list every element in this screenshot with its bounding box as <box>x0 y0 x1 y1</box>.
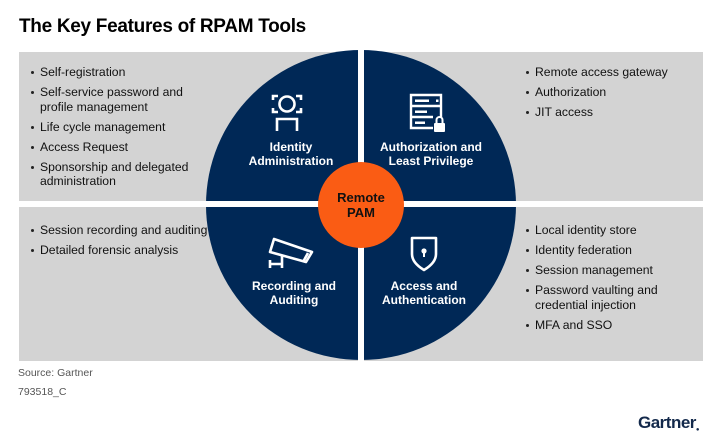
quadrant-label-identity-administration: Identity Administration <box>221 140 361 168</box>
feature-list-access-authentication: Local identity store Identity federation… <box>525 223 705 338</box>
feature-list-identity-administration: Self-registration Self-service password … <box>30 65 210 194</box>
feature-item: Life cycle management <box>30 120 210 135</box>
quadrant-label-recording-auditing: Recording and Auditing <box>224 279 364 307</box>
label-line: Recording and <box>251 279 336 293</box>
figure-code: 793518_C <box>18 386 67 398</box>
feature-item: Password vaulting and credential injecti… <box>525 283 705 312</box>
server-lock-icon <box>409 93 445 132</box>
feature-item: Self-registration <box>30 65 210 80</box>
label-line: Authentication <box>382 293 466 307</box>
feature-item: Sponsorship and delegated administration <box>30 160 210 189</box>
label-line: Administration <box>248 154 334 168</box>
feature-item: Self-service password and profile manage… <box>30 85 210 114</box>
feature-item: Remote access gateway <box>525 65 705 80</box>
feature-item: Identity federation <box>525 243 705 258</box>
feature-list-authorization: Remote access gateway Authorization JIT … <box>525 65 705 125</box>
feature-item: MFA and SSO <box>525 318 705 333</box>
identity-icon <box>271 94 303 131</box>
feature-list-recording-auditing: Session recording and auditing Detailed … <box>30 223 210 263</box>
label-line: Identity <box>269 140 313 154</box>
feature-item: Access Request <box>30 140 210 155</box>
feature-item: Session recording and auditing <box>30 223 210 238</box>
security-camera-icon <box>268 237 314 268</box>
logo-dot: ● <box>695 427 700 433</box>
feature-item: Local identity store <box>525 223 705 238</box>
label-line: Auditing <box>269 293 319 307</box>
center-label-remote-pam: Remote PAM <box>318 190 404 220</box>
feature-item: Detailed forensic analysis <box>30 243 210 258</box>
quadrant-label-access-authentication: Access and Authentication <box>354 279 494 307</box>
gartner-logo: Gartner● <box>638 413 700 433</box>
label-line: Least Privilege <box>388 154 474 168</box>
feature-item: JIT access <box>525 105 705 120</box>
label-line: Authorization and <box>380 140 482 154</box>
page-title: The Key Features of RPAM Tools <box>19 16 306 37</box>
label-line: Access and <box>390 279 458 293</box>
feature-item: Authorization <box>525 85 705 100</box>
feature-item: Session management <box>525 263 705 278</box>
quadrant-label-authorization: Authorization and Least Privilege <box>361 140 501 168</box>
shield-keyhole-icon <box>410 236 438 272</box>
center-circle <box>318 162 404 248</box>
label-line: Remote <box>337 190 385 205</box>
source-note: Source: Gartner <box>18 367 93 379</box>
logo-text: Gartner <box>638 413 696 432</box>
label-line: PAM <box>347 205 375 220</box>
